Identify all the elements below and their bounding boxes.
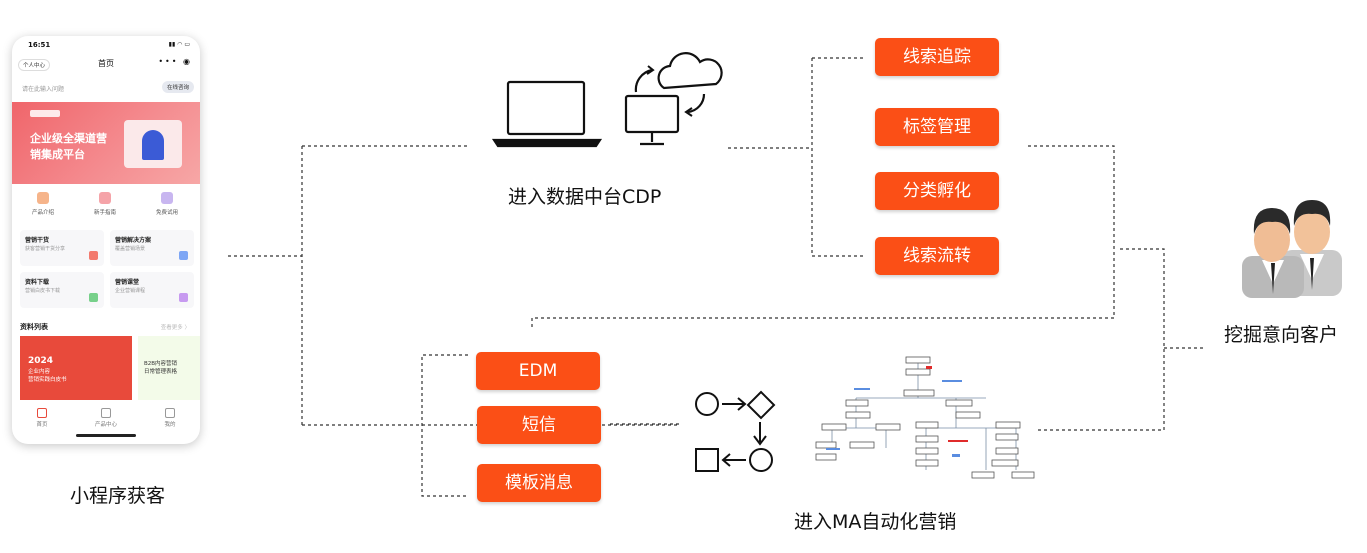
signal-battery-icon: ▮▮ ◠ ▭ — [168, 41, 190, 48]
connector-channels-bracket — [421, 354, 468, 497]
caption-ma: 进入MA自动化营销 — [794, 511, 957, 533]
quick-entry-trial[interactable]: 免费试用 — [142, 192, 192, 216]
channel-edm: EDM — [476, 352, 600, 390]
banner-illustration — [124, 120, 182, 168]
card-classroom[interactable]: 营销课堂企业营销课程 — [110, 272, 194, 308]
card-downloads[interactable]: 资料下载营销白皮书下载 — [20, 272, 104, 308]
connector-features-out — [531, 145, 1115, 328]
ma-workflow-diagram — [796, 352, 1052, 482]
phone-nav-bar: 个人中心 首页 ••• ◉ — [12, 56, 200, 74]
connector-cdp-customer — [1038, 248, 1165, 431]
feature-incubation: 分类孵化 — [875, 172, 999, 210]
tab-home[interactable]: 首页 — [12, 408, 72, 428]
banner-line-2: 销集成平台 — [30, 148, 85, 161]
home-indicator — [76, 434, 136, 437]
feature-tag-management: 标签管理 — [875, 108, 999, 146]
caption-cdp: 进入数据中台CDP — [508, 186, 662, 208]
online-support-button[interactable]: 在线咨询 — [161, 81, 194, 93]
tab-products[interactable]: 产品中心 — [76, 408, 136, 428]
tab-mine[interactable]: 我的 — [140, 408, 200, 428]
caption-mini-program: 小程序获客 — [70, 485, 166, 507]
phone-page-title: 首页 — [98, 59, 114, 68]
phone-time: 16:51 — [28, 41, 51, 49]
channel-template-message: 模板消息 — [477, 464, 601, 502]
mini-program-phone: 16:51 ▮▮ ◠ ▭ 个人中心 首页 ••• ◉ 请在此输入问题 在线咨询 … — [12, 36, 200, 444]
card-marketing-tips[interactable]: 营销干货获客营销干货分享 — [20, 230, 104, 266]
card-solutions[interactable]: 营销解决方案覆盖营销场景 — [110, 230, 194, 266]
brand-logo — [30, 110, 60, 117]
phone-search-input[interactable]: 请在此输入问题 — [22, 86, 65, 93]
workflow-canvas — [815, 356, 1035, 479]
quick-entry-row: 产品介绍 新手指南 免费试用 — [12, 192, 200, 222]
phone-banner[interactable]: 企业级全渠道营 销集成平台 — [12, 102, 200, 184]
laptop-icon — [491, 80, 603, 148]
cloud-sync-icon — [624, 52, 723, 146]
customers-icon — [1242, 200, 1342, 298]
user-center-button[interactable]: 个人中心 — [18, 59, 51, 71]
quick-entry-product[interactable]: 产品介绍 — [18, 192, 68, 216]
resource-list-more-link[interactable]: 查看更多 〉 — [160, 325, 190, 331]
report-card-b2b[interactable]: B2B内容营销日常管理表格 — [138, 336, 200, 400]
resource-list-title: 资料列表 — [20, 323, 48, 331]
caption-customers: 挖掘意向客户 — [1224, 324, 1339, 346]
banner-line-1: 企业级全渠道营 — [30, 132, 107, 145]
channel-sms: 短信 — [477, 406, 601, 444]
report-card-2024[interactable]: 2024 企业内容营销实践白皮书 — [20, 336, 132, 400]
quick-entry-guide[interactable]: 新手指南 — [80, 192, 130, 216]
more-menu-icon[interactable]: ••• ◉ — [158, 57, 192, 66]
feature-lead-tracking: 线索追踪 — [875, 38, 999, 76]
feature-lead-routing: 线索流转 — [875, 237, 999, 275]
automation-flow-icon — [695, 390, 776, 472]
